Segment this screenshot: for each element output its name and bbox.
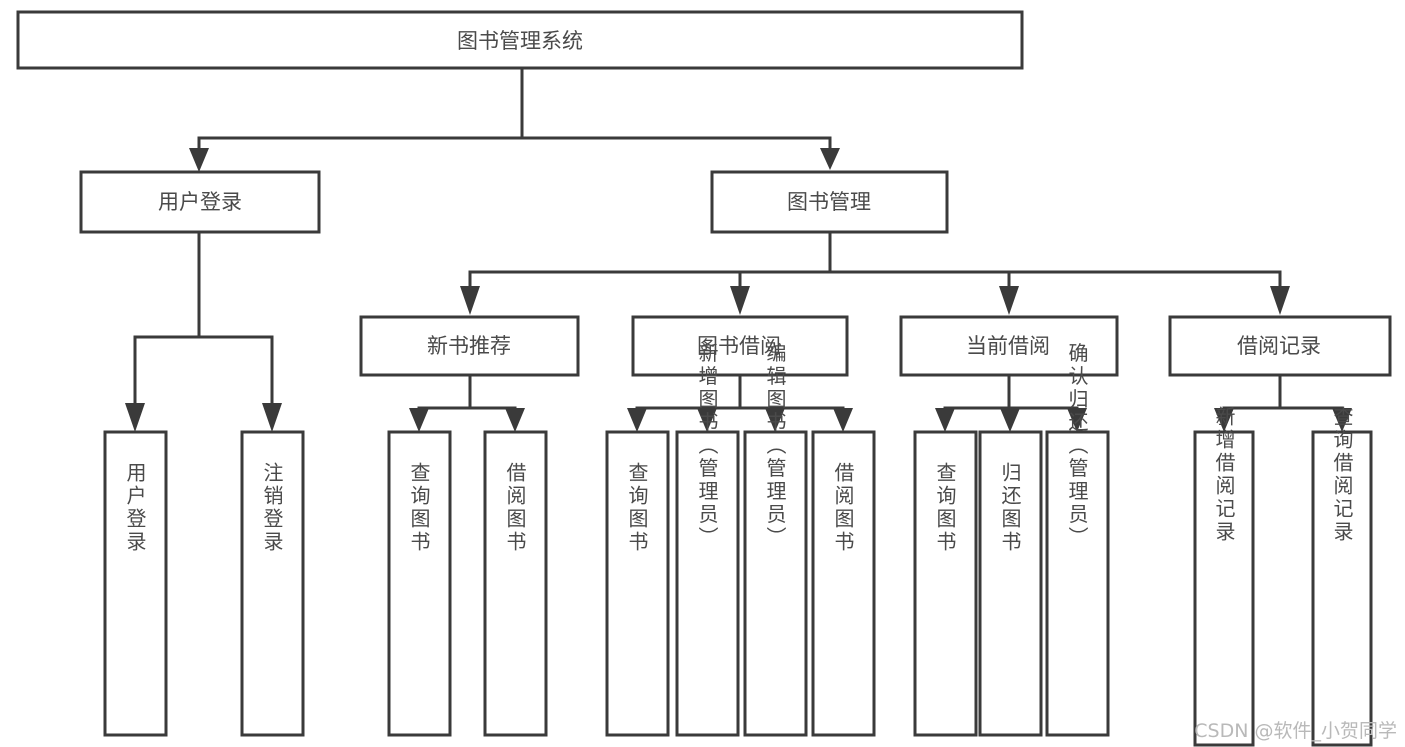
arrowhead-leaf-borrow-book <box>833 408 853 432</box>
node-current-borrow-box[interactable] <box>899 315 1119 377</box>
node-leaf-add-book[interactable]: 新增图书（管理员） <box>675 342 740 737</box>
node-new-book-recommend-box[interactable] <box>359 315 580 377</box>
node-leaf-query-borrow-record[interactable]: 查询借阅记录 <box>1311 406 1373 747</box>
arrowhead-leaf-query-book-borrow <box>627 408 647 432</box>
arrowhead-leaf-user-login <box>125 403 145 432</box>
arrowhead-leaf-add-borrow-record <box>1214 408 1234 432</box>
node-leaf-add-book-box[interactable] <box>675 430 740 737</box>
arrowhead-leaf-query-book-current <box>935 408 955 432</box>
node-book-management-box[interactable] <box>710 170 949 234</box>
node-leaf-borrow-book-label: 借阅图书 <box>831 462 855 554</box>
node-leaf-query-book-recommend-box[interactable] <box>387 430 452 737</box>
arrowhead-current-borrow <box>999 286 1019 315</box>
node-leaf-return-book-box[interactable] <box>978 430 1043 737</box>
node-user-login[interactable]: 用户登录 <box>79 170 321 234</box>
node-leaf-query-book-borrow[interactable]: 查询图书 <box>605 430 670 737</box>
arrowhead-book-management <box>820 148 840 170</box>
node-borrow-record-box[interactable] <box>1168 315 1392 377</box>
node-borrow-record-label: 借阅记录 <box>1237 334 1321 358</box>
node-leaf-borrow-book-recommend-box[interactable] <box>483 430 548 737</box>
arrowhead-leaf-user-logout <box>262 403 282 432</box>
node-user-login-box[interactable] <box>79 170 321 234</box>
node-root-box[interactable] <box>16 10 1024 70</box>
node-leaf-query-book-borrow-box[interactable] <box>605 430 670 737</box>
node-root-label: 图书管理系统 <box>457 29 583 53</box>
node-leaf-query-book-current-label: 查询图书 <box>933 462 957 554</box>
arrowhead-user-login <box>189 148 209 172</box>
node-current-borrow-label: 当前借阅 <box>966 334 1050 358</box>
node-leaf-user-logout-box[interactable] <box>240 430 305 737</box>
node-user-login-label: 用户登录 <box>158 190 242 214</box>
node-book-management-label: 图书管理 <box>787 190 871 214</box>
node-leaf-query-book-recommend-label: 查询图书 <box>407 462 431 554</box>
node-root[interactable]: 图书管理系统 <box>16 10 1024 70</box>
node-leaf-user-logout[interactable]: 注销登录 <box>240 430 305 737</box>
node-leaf-query-book-current-box[interactable] <box>913 430 978 737</box>
arrowhead-new-book-recommend <box>460 286 480 315</box>
node-leaf-return-book[interactable]: 归还图书 <box>978 430 1043 737</box>
node-leaf-confirm-return-box[interactable] <box>1045 430 1110 737</box>
node-leaf-borrow-book-box[interactable] <box>811 430 876 737</box>
node-leaf-user-login-label: 用户登录 <box>123 462 147 554</box>
node-leaf-query-book-current[interactable]: 查询图书 <box>913 430 978 737</box>
node-leaf-edit-book-label: 编辑图书（管理员） <box>763 342 787 549</box>
arrowhead-leaf-edit-book <box>765 408 785 432</box>
node-leaf-query-book-recommend[interactable]: 查询图书 <box>387 430 452 737</box>
arrowhead-leaf-query-borrow-record <box>1332 408 1352 432</box>
arrowhead-leaf-borrow-book-recommend <box>505 408 525 432</box>
node-leaf-add-borrow-record[interactable]: 新增借阅记录 <box>1193 406 1255 747</box>
node-book-borrow-box[interactable] <box>631 315 849 377</box>
arrowhead-leaf-return-book <box>1000 408 1020 432</box>
arrowhead-book-borrow <box>730 286 750 315</box>
node-leaf-user-login-box[interactable] <box>103 430 168 737</box>
node-leaf-borrow-book-recommend-label: 借阅图书 <box>503 462 527 554</box>
arrowhead-borrow-record <box>1270 286 1290 315</box>
node-leaf-user-login[interactable]: 用户登录 <box>103 430 168 737</box>
node-current-borrow[interactable]: 当前借阅 <box>899 315 1119 377</box>
node-leaf-add-borrow-record-box[interactable] <box>1193 430 1255 747</box>
node-leaf-borrow-book-recommend[interactable]: 借阅图书 <box>483 430 548 737</box>
arrowhead-leaf-query-book-recommend <box>409 408 429 432</box>
node-leaf-add-book-label: 新增图书（管理员） <box>695 342 719 549</box>
arrowhead-leaf-confirm-return <box>1067 408 1087 432</box>
node-book-borrow-label: 图书借阅 <box>697 334 781 358</box>
node-leaf-query-borrow-record-label: 查询借阅记录 <box>1330 406 1354 544</box>
node-leaf-borrow-book[interactable]: 借阅图书 <box>811 430 876 737</box>
node-leaf-add-borrow-record-label: 新增借阅记录 <box>1212 406 1236 544</box>
node-book-borrow[interactable]: 图书借阅 <box>631 315 849 377</box>
node-leaf-edit-book[interactable]: 编辑图书（管理员） <box>743 342 808 737</box>
node-leaf-confirm-return-label: 确认归还（管理员） <box>1065 342 1089 549</box>
arrowhead-leaf-add-book <box>697 408 717 432</box>
node-leaf-return-book-label: 归还图书 <box>998 462 1022 554</box>
node-leaf-edit-book-box[interactable] <box>743 430 808 737</box>
node-leaf-confirm-return[interactable]: 确认归还（管理员） <box>1045 342 1110 737</box>
node-leaf-query-borrow-record-box[interactable] <box>1311 430 1373 747</box>
node-new-book-recommend[interactable]: 新书推荐 <box>359 315 580 377</box>
node-leaf-query-book-borrow-label: 查询图书 <box>625 462 649 554</box>
node-book-management[interactable]: 图书管理 <box>710 170 949 234</box>
node-new-book-recommend-label: 新书推荐 <box>427 334 511 358</box>
node-borrow-record[interactable]: 借阅记录 <box>1168 315 1392 377</box>
connector-layer <box>125 66 1352 432</box>
node-leaf-user-logout-label: 注销登录 <box>260 462 284 554</box>
